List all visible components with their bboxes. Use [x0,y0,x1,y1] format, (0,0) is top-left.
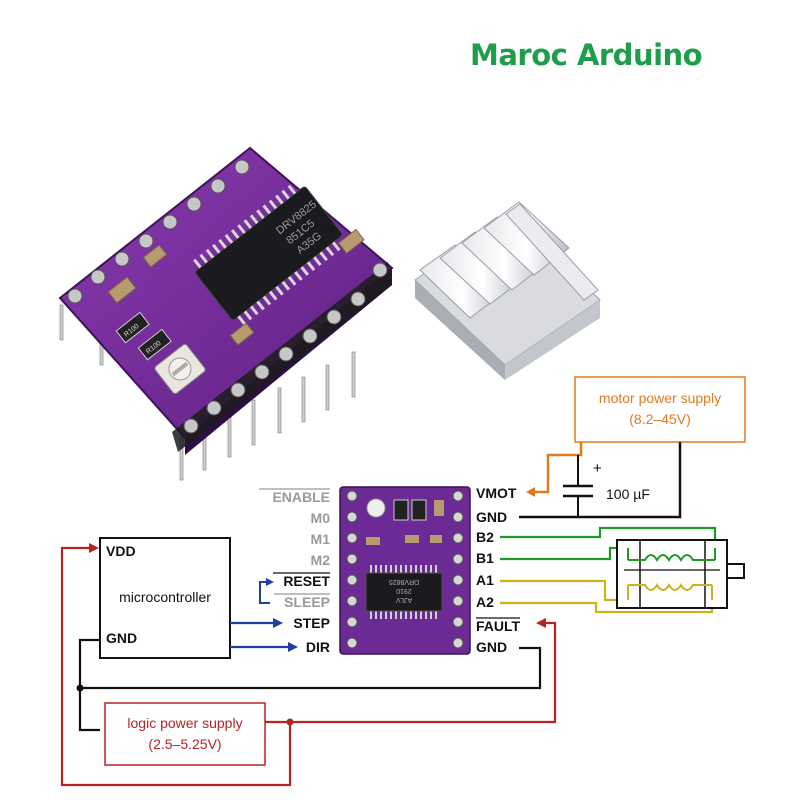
vdd-wire [60,546,292,787]
svg-text:AJLV: AJLV [396,596,413,603]
resistor-1: R100 [115,311,150,344]
heatsink-image [414,201,601,380]
capacitor-value: 100 µF [606,486,650,502]
pin-b2-label: B2 [476,529,494,545]
driver-gnd-wire [80,646,542,690]
svg-text:2910: 2910 [396,587,412,594]
logic-supply-title: logic power supply [127,715,242,731]
vmot-wire [530,442,583,494]
small-chip [365,572,443,612]
pin-reset-label: RESET [283,573,330,589]
pin-step-label: STEP [293,615,330,631]
mcu-gnd-label: GND [106,630,137,646]
fault-pullup-wire [265,621,557,724]
pin-vmot-label: VMOT [476,485,517,501]
pin-m1-label: M1 [311,531,331,547]
pin-gnd1-label: GND [476,509,507,525]
b1-wire [500,546,622,561]
capacitor-plus: + [593,460,602,477]
motor-supply-title: motor power supply [599,390,721,406]
svg-text:DRV8825: DRV8825 [389,578,419,585]
pin-pads [67,159,388,434]
pin-enable-label: ENABLE [272,489,330,505]
motor-gnd-wire [519,442,682,519]
driver-board-image: DRV8825 851C5 A35G R100 R100 [58,146,394,481]
pin-m0-label: M0 [311,510,331,526]
capacitor-smd-4 [229,322,255,346]
driver-board-diagram: DRV8825 2910 AJLV [339,486,471,655]
pin-fault-label: FAULT [476,618,521,634]
motor-supply-range: (8.2–45V) [629,411,690,427]
pin-a1-label: A1 [476,572,494,588]
b2-wire [500,526,717,548]
reset-sleep-link [259,581,270,604]
brand-title: Maroc Arduino [470,38,703,72]
main-chip: DRV8825 851C5 A35G [193,184,343,326]
a1-wire [500,579,622,602]
resistor-2: R100 [137,328,172,361]
pin-gnd2-label: GND [476,639,507,655]
pin-b1-label: B1 [476,550,494,566]
capacitor-smd-2 [142,244,168,268]
capacitor-100uf: + 100 µF [563,455,650,517]
microcontroller-block: VDD microcontroller GND [99,537,231,659]
pin-dir-label: DIR [306,639,330,655]
potentiometer [154,344,206,394]
stepper-motor [616,539,745,609]
pin-sleep-label: SLEEP [284,594,330,610]
logic-supply-range: (2.5–5.25V) [148,736,221,752]
header-pins [59,304,356,481]
logic-power-supply: logic power supply (2.5–5.25V) [104,702,266,766]
mcu-label: microcontroller [119,589,211,605]
capacitor-smd-3 [337,228,365,254]
motor-power-supply: motor power supply (8.2–45V) [574,376,746,443]
pin-m2-label: M2 [311,552,331,568]
mcu-vdd-label: VDD [106,543,136,559]
capacitor-smd-1 [107,276,137,304]
mcu-gnd-wire [78,638,100,732]
pin-a2-label: A2 [476,594,494,610]
